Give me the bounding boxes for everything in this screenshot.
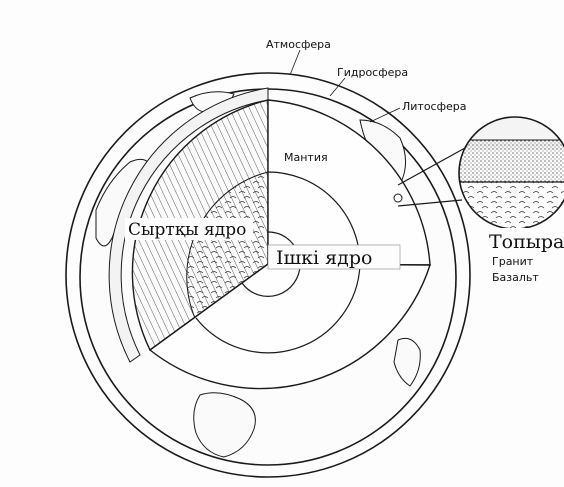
hydrosphere-label: Гидросфера — [337, 66, 408, 79]
crust-zoom-inset — [455, 115, 564, 232]
atmosphere-leader — [290, 50, 300, 75]
granite-label: Гранит — [492, 255, 534, 268]
atmosphere-label: Атмосфера — [266, 38, 331, 51]
outer-core-label: Сыртқы ядро — [128, 220, 246, 240]
inner-core-label: Ішкі ядро — [276, 247, 372, 269]
lithosphere-label: Литосфера — [402, 100, 467, 113]
soil-label: Топыра — [489, 231, 564, 253]
basalt-label: Базальт — [492, 271, 539, 284]
zoom-origin-dot — [394, 194, 402, 202]
mantle-label: Мантия — [284, 151, 328, 164]
